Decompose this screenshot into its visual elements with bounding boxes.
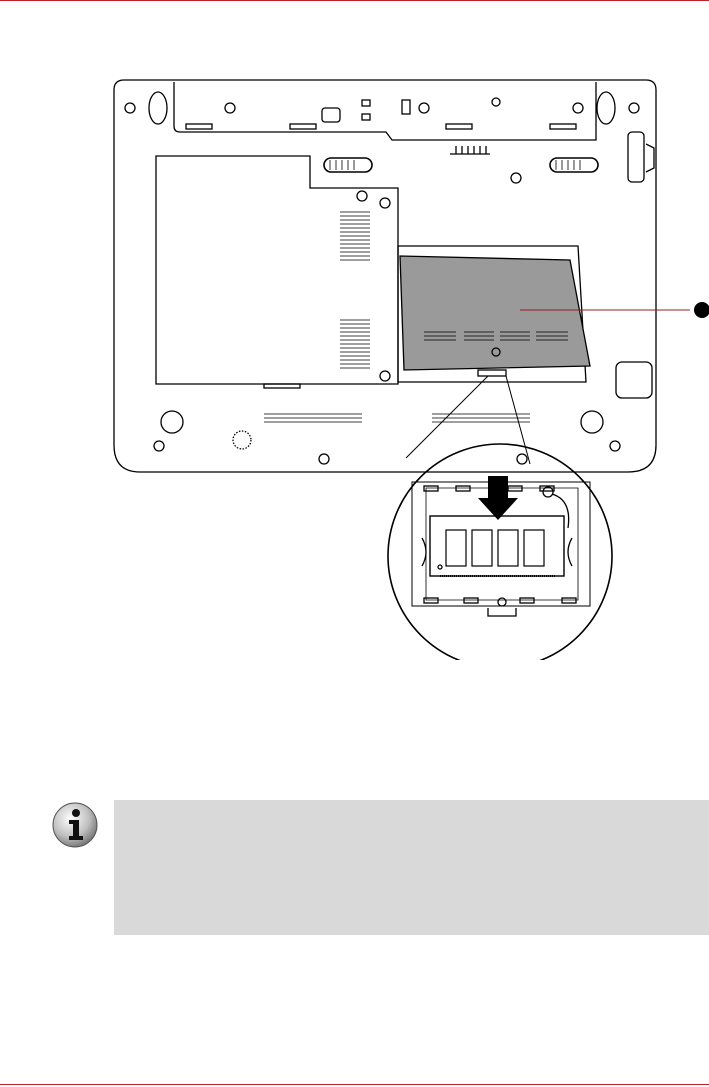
info-icon bbox=[50, 800, 100, 850]
note-text bbox=[114, 800, 709, 836]
footer-rule bbox=[0, 1084, 709, 1085]
insert-arrow bbox=[478, 476, 518, 520]
header-rule bbox=[0, 0, 709, 1]
battery-bay bbox=[174, 82, 596, 140]
note-box bbox=[114, 800, 709, 935]
laptop-base-outline bbox=[114, 80, 656, 472]
callout-marker bbox=[694, 302, 709, 318]
memory-cover bbox=[400, 256, 590, 370]
hdd-cover bbox=[156, 156, 398, 384]
memory-module-illustration bbox=[0, 60, 709, 660]
zoom-connector bbox=[406, 376, 530, 464]
